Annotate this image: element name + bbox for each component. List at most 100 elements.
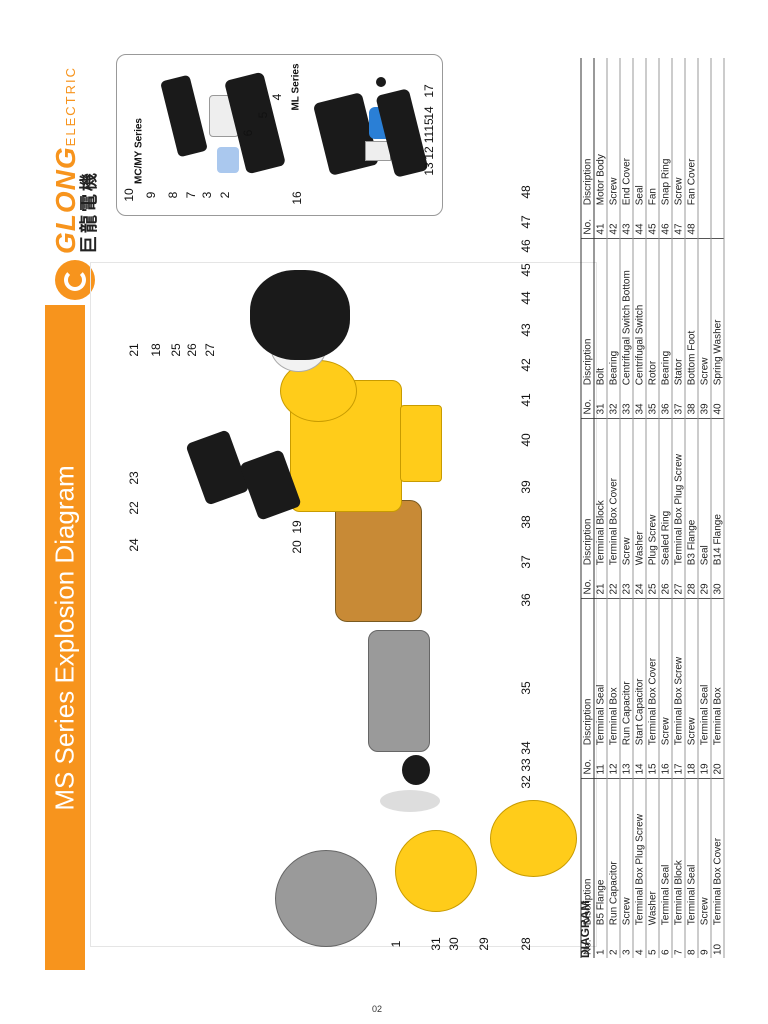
part-number-cell: 29	[697, 568, 711, 599]
callout-number: 15	[422, 118, 436, 132]
mc-my-series-label: MC/MY Series	[133, 118, 145, 184]
callout-number: 9	[144, 191, 158, 199]
callout-number: 32	[519, 775, 533, 789]
callout-number: 11	[422, 130, 436, 144]
part-number-cell: 20	[710, 748, 724, 779]
part-description-cell: Stator	[671, 238, 685, 389]
part-number-cell: 22	[606, 568, 620, 599]
part-description-cell: B14 Flange	[710, 418, 724, 569]
part-number-cell: 34	[632, 388, 646, 419]
part-description-cell: Sealed Ring	[658, 418, 672, 569]
page-number: 02	[372, 1004, 383, 1014]
callout-number: 45	[519, 263, 533, 277]
callout-number: 38	[519, 515, 533, 529]
callout-number: 35	[519, 681, 533, 695]
callout-number: 25	[169, 343, 183, 357]
seal-drawing	[380, 790, 440, 812]
part-description-cell: Bearing	[606, 238, 620, 389]
glong-logo-icon	[55, 260, 95, 300]
header-no: No.	[580, 748, 594, 779]
header-desc: Discription	[580, 58, 594, 209]
part-number-cell: 26	[658, 568, 672, 599]
part-number-cell: 13	[619, 748, 633, 779]
callout-number: 31	[429, 937, 443, 951]
callout-number: 22	[127, 501, 141, 515]
callout-number: 16	[290, 191, 304, 205]
part-description-cell: Run Capacitor	[606, 778, 620, 929]
part-number-cell: 38	[684, 388, 698, 419]
callout-number: 7	[184, 191, 198, 199]
callout-number: 37	[519, 555, 533, 569]
part-number-cell: 11	[593, 748, 607, 779]
part-description-cell: Screw	[671, 58, 685, 209]
header-no: No.	[580, 388, 594, 419]
callout-number: 47	[519, 215, 533, 229]
callout-number: 20	[290, 540, 304, 554]
brand-logo: GLONGELECTRIC 巨龍電機	[30, 40, 120, 300]
part-description-cell: Terminal Box Cover	[645, 598, 659, 749]
part-description-cell: Rotor	[645, 238, 659, 389]
part-description-cell: Screw	[619, 418, 633, 569]
callout-number: 42	[519, 358, 533, 372]
part-number-cell: 32	[606, 388, 620, 419]
callout-number: 13	[422, 162, 436, 176]
callout-number: 40	[519, 433, 533, 447]
header-desc: Discription	[580, 778, 594, 929]
part-description-cell: Bottom Foot	[684, 238, 698, 389]
part-description-cell: Start Capacitor	[632, 598, 646, 749]
part-number-cell: 9	[697, 928, 711, 958]
part-description-cell: Centrifugal Switch	[632, 238, 646, 389]
callout-number: 28	[519, 937, 533, 951]
part-description-cell: Fan Cover	[684, 58, 698, 209]
part-number-cell: 27	[671, 568, 685, 599]
part-number-cell: 21	[593, 568, 607, 599]
callout-number: 48	[519, 185, 533, 199]
callout-number: 39	[519, 480, 533, 494]
callout-number: 21	[127, 343, 141, 357]
part-number-cell: 42	[606, 208, 620, 239]
ml-series-label: ML Series	[290, 63, 302, 111]
header-no: No.	[580, 208, 594, 239]
part-number-cell: 40	[710, 388, 724, 419]
title-bar: MS Series Explosion Diagram	[45, 305, 85, 970]
part-description-cell: Screw	[619, 778, 633, 929]
part-number-cell: 28	[684, 568, 698, 599]
callout-number: 10	[122, 188, 136, 202]
part-description-cell: End Cover	[619, 58, 633, 209]
part-description-cell: Terminal Box	[710, 598, 724, 749]
callout-number: 26	[185, 343, 199, 357]
parts-table: No. Discription No. Discription No. Disc…	[580, 58, 724, 958]
part-description-cell: Seal	[632, 58, 646, 209]
part-description-cell: Snap Ring	[658, 58, 672, 209]
rotor-drawing	[368, 630, 430, 752]
part-number-cell: 2	[606, 928, 620, 958]
part-number-cell: 39	[697, 388, 711, 419]
part-description-cell: Spring Washer	[710, 238, 724, 389]
callout-number: 29	[477, 937, 491, 951]
callout-number: 12	[422, 146, 436, 160]
callout-number: 44	[519, 291, 533, 305]
header-desc: Discription	[580, 238, 594, 389]
part-description-cell: Terminal Seal	[658, 778, 672, 929]
part-number-cell: 14	[632, 748, 646, 779]
table-header-row: No. Discription No. Discription No. Disc…	[580, 58, 594, 958]
part-description-cell: Terminal Box Screw	[671, 598, 685, 749]
callout-number: 2	[218, 191, 232, 199]
part-number-cell: 41	[593, 208, 607, 239]
mc-terminal-box-cover-drawing	[160, 74, 208, 158]
callout-number: 27	[203, 343, 217, 357]
callout-number: 3	[200, 191, 214, 199]
part-description-cell: Screw	[606, 58, 620, 209]
ml-plug-drawing	[376, 77, 386, 87]
part-description-cell: Bolt	[593, 238, 607, 389]
part-number-cell: 19	[697, 748, 711, 779]
part-description-cell: Seal	[697, 418, 711, 569]
part-number-cell: 1	[593, 928, 607, 958]
b14-flange-drawing	[395, 830, 477, 912]
callout-number: 41	[519, 393, 533, 407]
part-description-cell: Screw	[697, 238, 711, 389]
